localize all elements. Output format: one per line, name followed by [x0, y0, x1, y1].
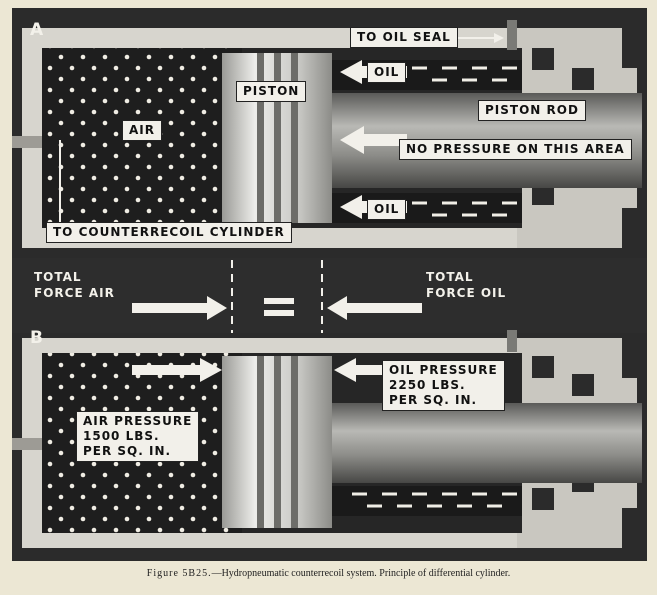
label-to-counterrecoil: TO COUNTERRECOIL CYLINDER — [46, 222, 292, 243]
oil-dashes-a — [412, 66, 517, 217]
force-comparison — [12, 258, 647, 333]
label-no-pressure: NO PRESSURE ON THIS AREA — [399, 139, 632, 160]
panel-letter-b: B — [30, 328, 43, 348]
piston-rings — [257, 53, 298, 223]
diagram-figure: A B TO OIL SEAL OIL PISTON PISTON ROD AI… — [12, 8, 647, 561]
panel-a — [12, 20, 642, 248]
label-piston-rod: PISTON ROD — [478, 100, 586, 121]
label-air: AIR — [122, 120, 162, 141]
label-oil-pressure: OIL PRESSURE 2250 LBS. PER SQ. IN. — [382, 360, 505, 411]
label-to-oil-seal: TO OIL SEAL — [350, 27, 458, 48]
label-oil-top: OIL — [367, 62, 407, 83]
label-total-force-air: TOTAL FORCE AIR — [34, 270, 115, 300]
label-air-pressure: AIR PRESSURE 1500 LBS. PER SQ. IN. — [76, 411, 200, 462]
label-oil-bottom: OIL — [367, 199, 407, 220]
label-piston: PISTON — [236, 81, 307, 102]
piston-rod-b — [312, 403, 642, 483]
air-port — [12, 136, 42, 148]
caption-figure-number: Figure 5B25. — [146, 568, 212, 579]
caption-text: —Hydropneumatic counterrecoil system. Pr… — [211, 568, 511, 579]
panel-letter-a: A — [30, 20, 44, 40]
figure-caption: Figure 5B25.—Hydropneumatic counterrecoi… — [0, 568, 657, 579]
label-total-force-oil: TOTAL FORCE OIL — [426, 270, 507, 300]
